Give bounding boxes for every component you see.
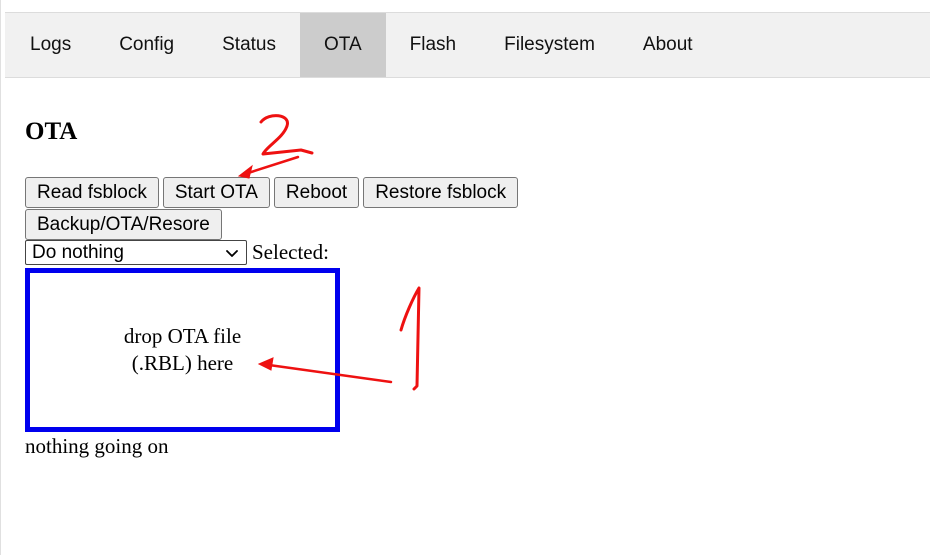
restore-fsblock-button[interactable]: Restore fsblock — [363, 177, 519, 208]
dropzone-text-line-2: (.RBL) here — [131, 351, 234, 375]
tab-filesystem[interactable]: Filesystem — [480, 13, 619, 77]
dropzone-text-line-1: drop OTA file — [123, 324, 242, 348]
tab-config-label: Config — [119, 34, 175, 55]
selected-file-label: Selected: — [252, 240, 329, 264]
top-nav: Logs Config Status OTA Flash Filesystem … — [5, 12, 930, 78]
tab-filesystem-label: Filesystem — [504, 34, 595, 55]
chevron-down-icon — [226, 249, 238, 257]
tab-logs-label: Logs — [30, 34, 72, 55]
tab-flash[interactable]: Flash — [386, 13, 480, 77]
tab-status[interactable]: Status — [198, 13, 300, 77]
tab-ota[interactable]: OTA — [300, 13, 386, 77]
tab-flash-label: Flash — [409, 34, 457, 55]
ota-status-text: nothing going on — [25, 434, 169, 458]
tab-ota-label: OTA — [324, 34, 362, 55]
ota-file-dropzone[interactable]: drop OTA file (.RBL) here — [25, 268, 340, 432]
read-fsblock-button[interactable]: Read fsblock — [25, 177, 159, 208]
mode-select[interactable]: Do nothing — [25, 240, 247, 265]
ota-button-row-1: Read fsblock Start OTA Reboot Restore fs… — [25, 177, 519, 208]
tab-about-label: About — [642, 34, 693, 55]
page-title: OTA — [25, 118, 78, 145]
tab-status-label: Status — [222, 34, 276, 55]
mode-select-value: Do nothing — [32, 241, 124, 263]
annotation-marker-2 — [259, 114, 314, 156]
annotation-arrow-to-start-ota — [243, 155, 300, 176]
start-ota-button[interactable]: Start OTA — [162, 177, 270, 208]
backup-ota-restore-button[interactable]: Backup/OTA/Resore — [25, 209, 222, 240]
tab-about[interactable]: About — [619, 13, 717, 77]
reboot-button[interactable]: Reboot — [273, 177, 360, 208]
tab-config[interactable]: Config — [95, 13, 198, 77]
mode-row: Do nothing Selected: — [25, 240, 329, 265]
annotation-marker-1 — [399, 286, 421, 391]
ota-button-row-2: Backup/OTA/Resore — [25, 209, 222, 240]
tab-logs[interactable]: Logs — [5, 13, 95, 77]
